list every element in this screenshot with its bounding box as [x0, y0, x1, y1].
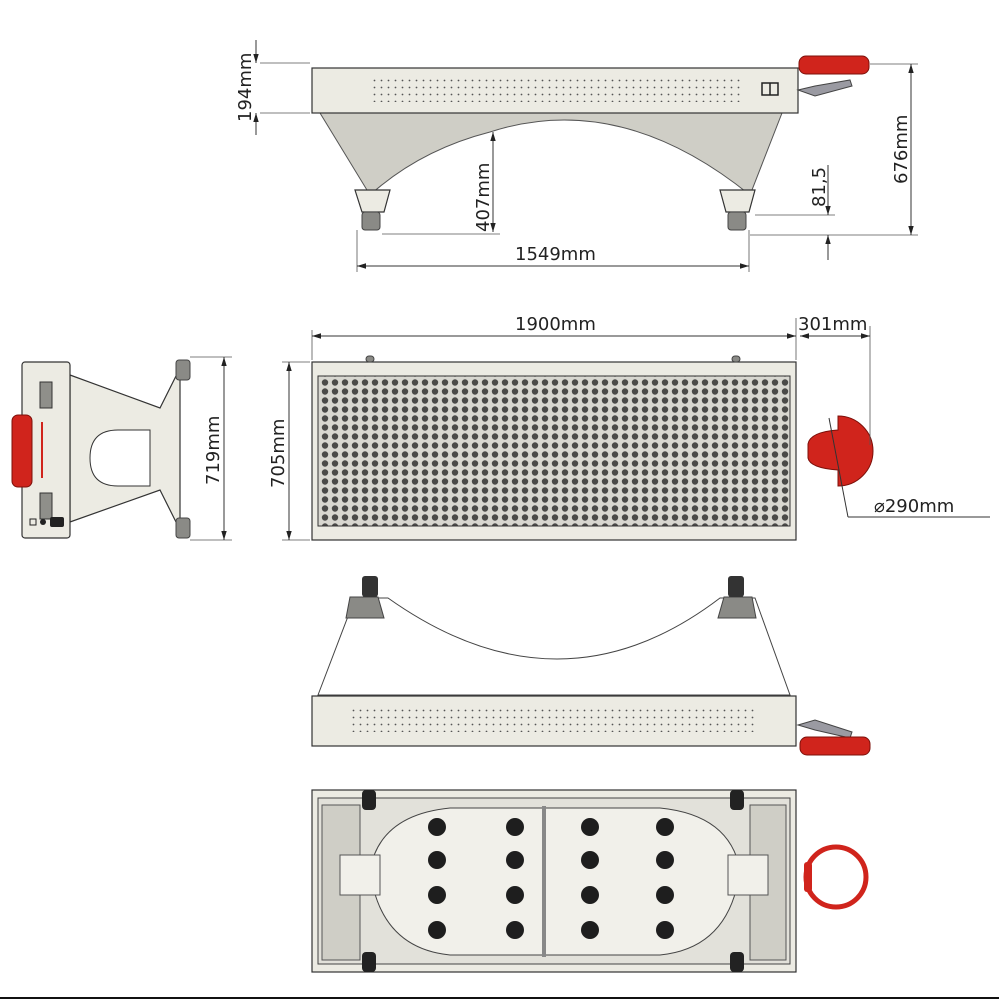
- dim-panel-height: 194mm: [235, 53, 256, 122]
- dim-headrest-extension: 301mm: [798, 314, 867, 335]
- top-view: 1900mm 301mm 705mm ⌀290mm: [268, 314, 990, 541]
- side-view: 194mm 407mm 1549mm 676mm 81,5: [235, 40, 918, 272]
- dim-end-width: 719mm: [203, 416, 224, 485]
- dim-foot-span: 1549mm: [515, 244, 596, 265]
- dim-width: 705mm: [268, 419, 289, 488]
- bottom-view: [311, 789, 869, 973]
- dim-total-height: 676mm: [891, 115, 912, 184]
- fan-grid: [428, 818, 674, 939]
- bottom-border: [0, 997, 999, 999]
- inverted-side-view: [311, 576, 871, 756]
- headrest-top: [807, 415, 874, 487]
- dim-headrest-diameter: ⌀290mm: [874, 496, 954, 517]
- dim-length: 1900mm: [515, 314, 596, 335]
- dim-foot-height: 81,5: [809, 167, 830, 207]
- end-view: 719mm: [11, 356, 232, 541]
- headrest: [798, 55, 870, 75]
- dim-arch-height: 407mm: [473, 163, 494, 232]
